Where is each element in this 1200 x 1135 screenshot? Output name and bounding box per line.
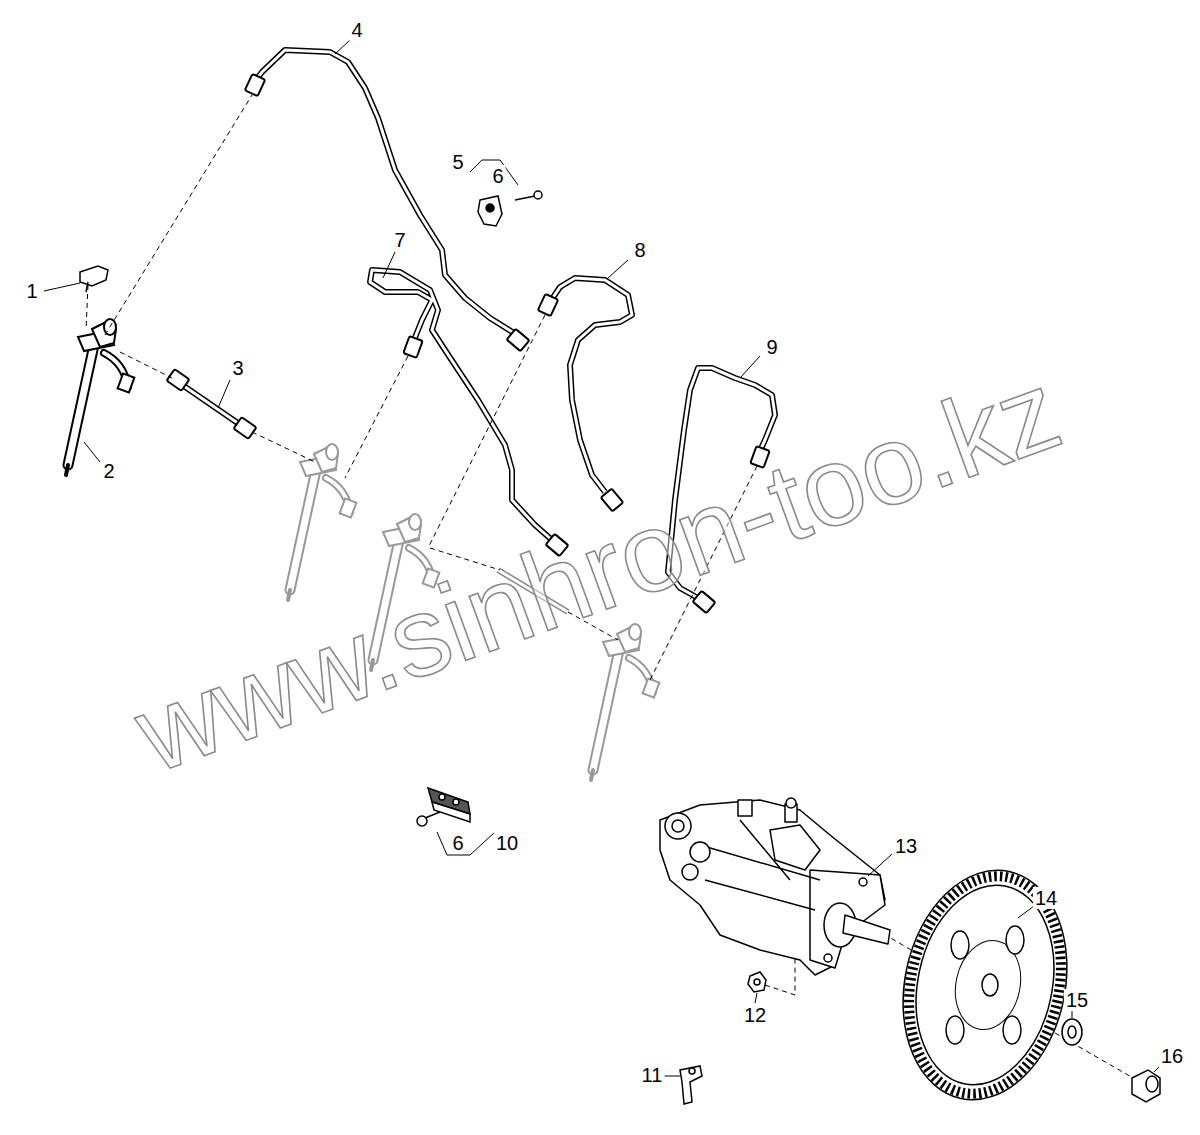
illustration-path: [335, 40, 350, 54]
illustration-circle: [672, 820, 684, 832]
illustration-circle: [417, 816, 427, 826]
illustration-circle: [859, 878, 867, 886]
callout-number: 15: [1064, 989, 1090, 1011]
pump-gear: [883, 855, 1088, 1115]
illustration-use: [178, 382, 245, 428]
illustration-circle: [453, 799, 459, 805]
illustration-path: [700, 820, 820, 910]
illustration-use: [548, 278, 632, 492]
illustration-path: [1132, 1070, 1160, 1102]
illustration-path: [478, 196, 502, 226]
callout-number: 6: [450, 832, 465, 854]
leader-lines: [44, 40, 1162, 1076]
illustration-path: [515, 196, 535, 200]
illustration-use: [538, 294, 558, 316]
illustration-use: [507, 329, 530, 351]
illustration-g: [66, 319, 134, 475]
illustration-circle: [689, 1068, 695, 1074]
illustration-path: [383, 252, 395, 278]
illustration-path: [84, 442, 100, 462]
callout-number: 6: [490, 165, 505, 187]
illustration-circle: [682, 864, 698, 880]
illustration-use: [288, 444, 356, 600]
illustration-ellipse: [1062, 1019, 1082, 1045]
illustration-path: [770, 825, 820, 870]
illustration-circle: [754, 979, 760, 985]
illustration-ellipse: [898, 872, 1071, 1097]
illustration-use: [178, 382, 245, 428]
callout-number: 5: [450, 151, 465, 173]
illustration-path: [868, 854, 892, 876]
illustration-circle: [786, 798, 796, 808]
illustration-path: [660, 800, 885, 975]
illustration-path: [740, 356, 760, 378]
illustration-ellipse: [890, 862, 1081, 1108]
callout-number: 9: [764, 336, 779, 358]
illustration-path: [1018, 906, 1034, 918]
illustration-use: [403, 336, 422, 358]
illustration-path: [120, 352, 172, 378]
illustration-use: [234, 417, 257, 439]
illustration-path: [428, 315, 545, 548]
illustration-use: [245, 74, 265, 96]
callout-number: 12: [742, 1004, 768, 1026]
illustration-ellipse: [883, 855, 1088, 1115]
callout-number: 7: [392, 229, 407, 251]
callout-number: 11: [640, 1064, 665, 1086]
illustration-path: [680, 1066, 702, 1104]
illustration-ellipse: [1006, 926, 1024, 954]
illustration-ellipse: [1068, 1026, 1076, 1038]
injection-pump: [660, 798, 890, 975]
callout-number: 4: [349, 19, 364, 41]
illustration-path: [105, 95, 252, 335]
illustration-path: [252, 432, 315, 462]
illustration-circle: [534, 191, 542, 199]
illustration-path: [843, 915, 890, 944]
illustration-ellipse: [982, 974, 998, 996]
illustration-use: [66, 319, 134, 475]
illustration-use: [370, 270, 552, 540]
illustration-ellipse: [946, 1016, 964, 1044]
illustration-circle: [439, 794, 445, 800]
illustration-circle: [486, 204, 494, 212]
small-parts: [680, 972, 1160, 1104]
illustration-path: [748, 972, 766, 992]
illustration-g: [591, 624, 659, 780]
illustration-g: [288, 444, 356, 600]
callout-number: 3: [230, 357, 245, 379]
illustration-path: [663, 1076, 680, 1077]
illustration-circle: [824, 954, 832, 962]
illustration-path: [437, 832, 495, 855]
illustration-path: [86, 282, 88, 292]
callout-number: 13: [893, 835, 919, 857]
illustration-ellipse: [951, 931, 969, 959]
illustration-circle: [690, 842, 710, 862]
illustration-ellipse: [1003, 1016, 1021, 1044]
illustration-use: [548, 278, 632, 492]
callout-number: 1: [24, 280, 39, 302]
illustration-circle: [665, 813, 691, 839]
callout-number: 2: [101, 460, 116, 482]
illustration-path: [218, 380, 230, 408]
illustration-ellipse: [1146, 1076, 1158, 1092]
illustration-use: [370, 270, 552, 540]
illustration-rect: [738, 800, 752, 816]
illustration-use: [591, 624, 659, 780]
callout-number: 8: [632, 239, 647, 261]
callout-number: 16: [1159, 1045, 1185, 1067]
illustration-path: [432, 802, 470, 822]
illustration-path: [345, 356, 408, 478]
callout-number: 10: [494, 832, 520, 854]
illustration-path: [608, 260, 628, 278]
illustration-path: [755, 993, 757, 1003]
illustration-path: [44, 283, 80, 291]
illustration-use: [167, 369, 190, 391]
illustration-path: [80, 266, 108, 286]
callout-number: 14: [1033, 887, 1059, 909]
